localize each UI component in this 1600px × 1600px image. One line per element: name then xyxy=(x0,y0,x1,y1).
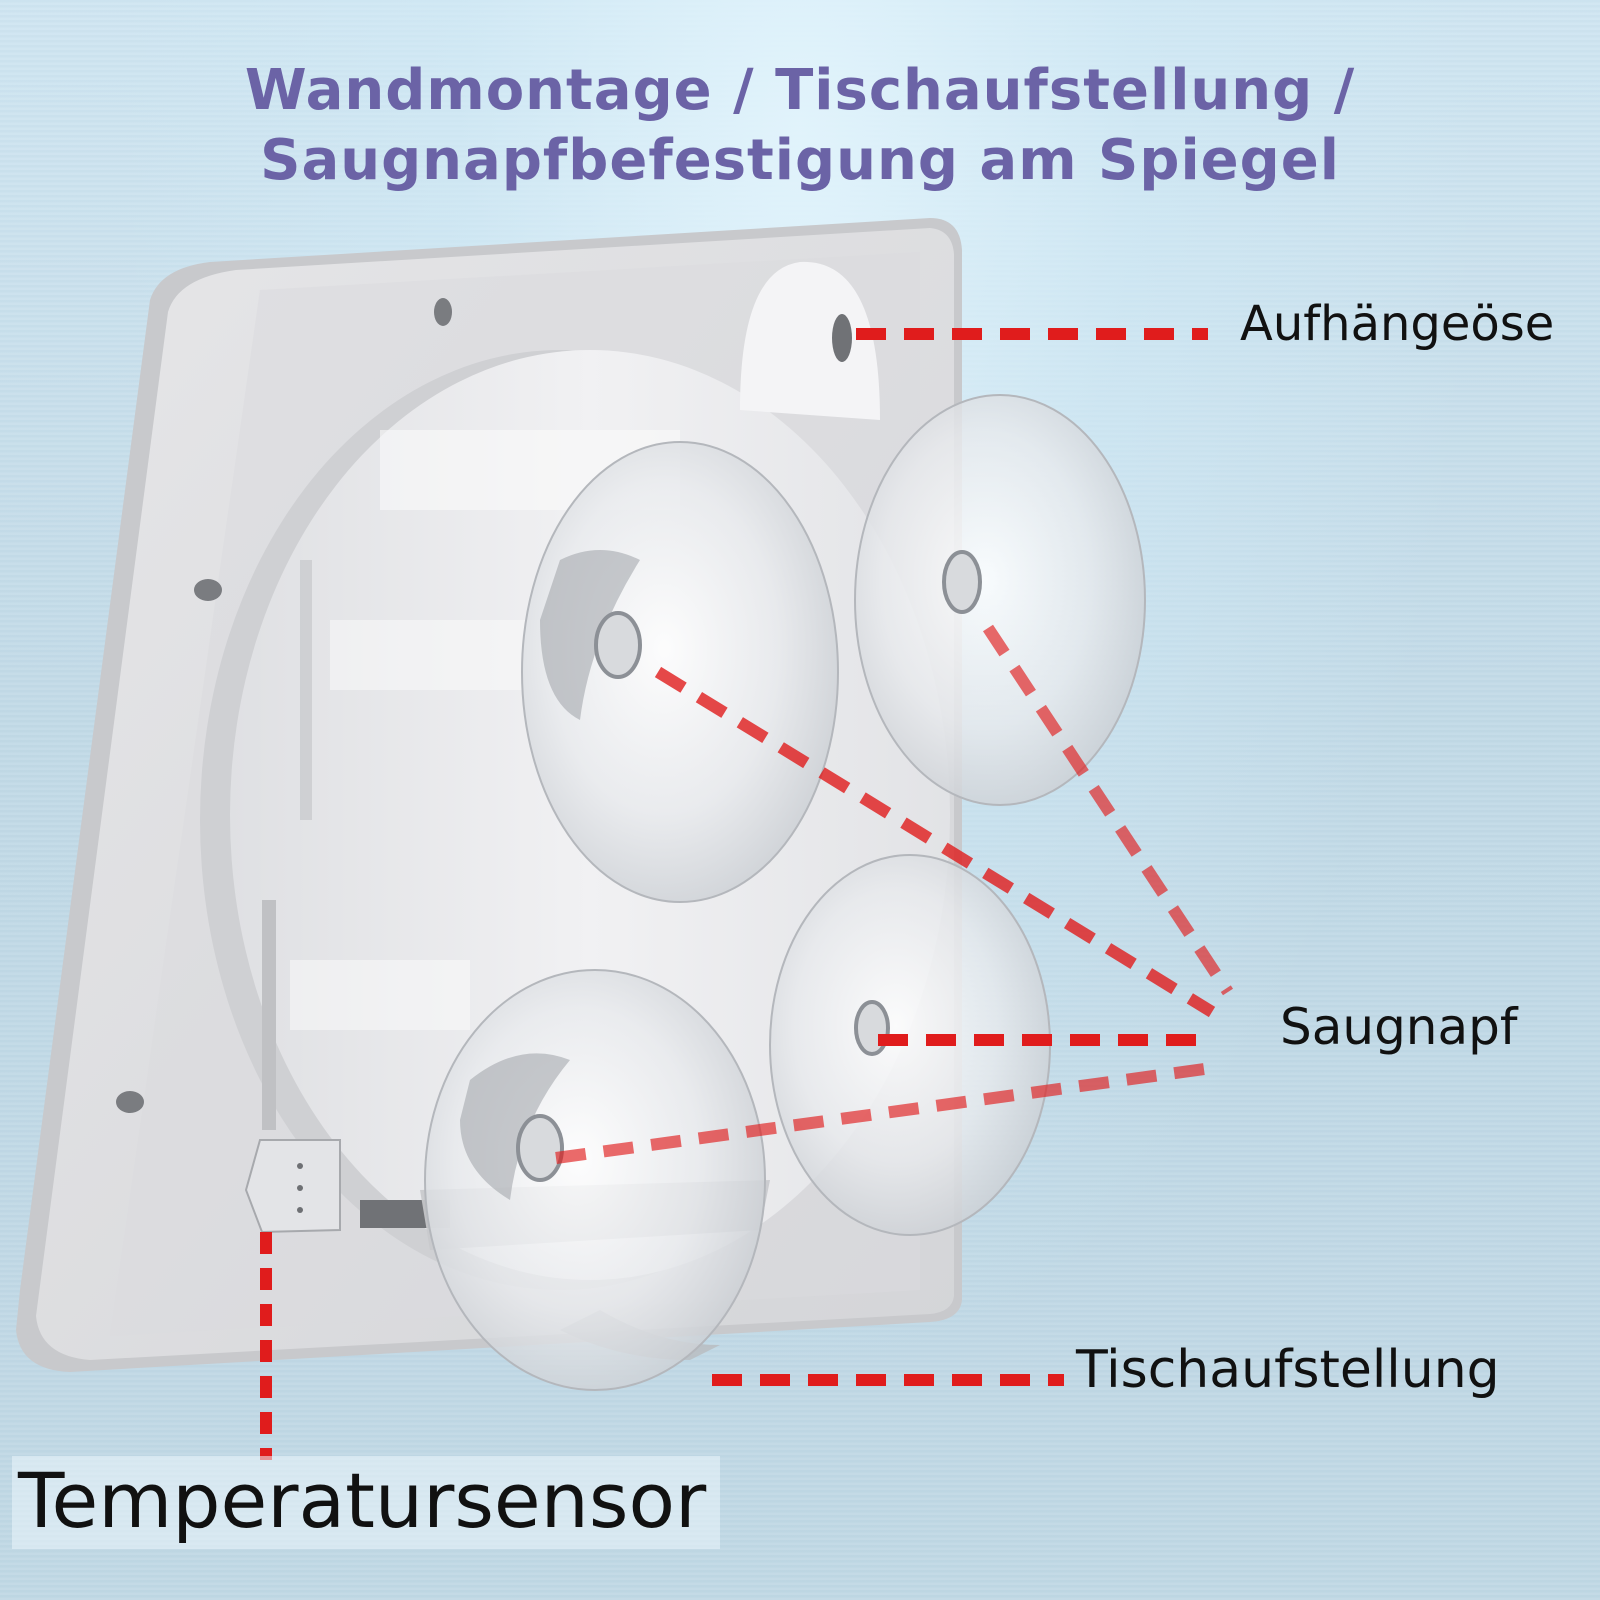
suction-cup-upper-left xyxy=(521,441,839,903)
callout-saugnapf-line-4 xyxy=(555,1062,1213,1164)
title-line-2: Saugnapfbefestigung am Spiegel xyxy=(260,128,1340,193)
callout-lines xyxy=(260,328,1234,1460)
label-hanging-eyelet: Aufhängeöse xyxy=(1240,296,1555,352)
sensor-block xyxy=(244,1139,450,1234)
label-table-stand: Tischaufstellung xyxy=(1076,1340,1500,1400)
hanging-tab xyxy=(740,261,880,420)
title-line-1: Wandmontage / Tischaufstellung / xyxy=(244,58,1356,123)
mounting-holes xyxy=(116,298,452,1113)
suction-cup-upper-right xyxy=(854,394,1146,806)
suction-cup-lower-right xyxy=(769,854,1051,1236)
callout-saugnapf-line-1 xyxy=(654,666,1216,1018)
suction-cup-lower-left xyxy=(424,969,766,1391)
callout-saugnapf-line-2 xyxy=(982,624,1234,996)
label-temperature-sensor: Temperatursensor xyxy=(12,1456,721,1549)
label-suction-cup: Saugnapf xyxy=(1280,998,1518,1056)
